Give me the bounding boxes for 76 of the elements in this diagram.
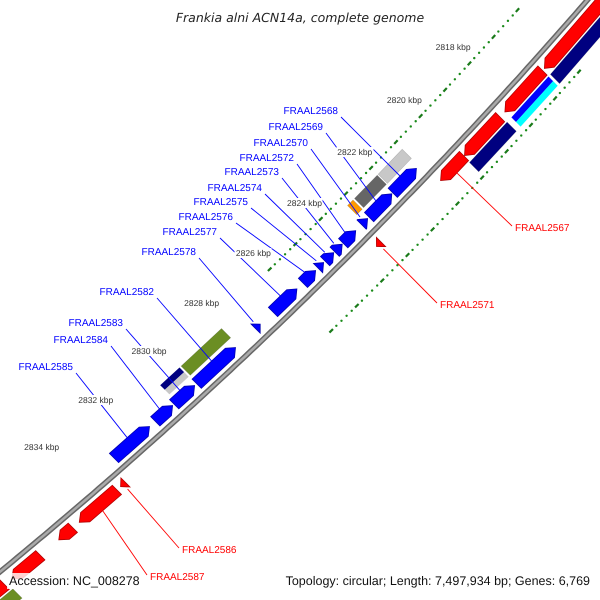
gene-label: FRAAL2574 [208, 183, 262, 195]
gene-bar [160, 368, 189, 394]
gene-label: FRAAL2578 [142, 247, 196, 259]
gene-feature [169, 385, 196, 410]
leader-line [250, 208, 317, 262]
scale-label: 2834 kbp [23, 442, 60, 452]
gene-label: FRAAL2570 [254, 138, 308, 150]
accession-text: Accession: NC_008278 [7, 573, 142, 589]
gene-label: FRAAL2584 [54, 335, 108, 347]
gene-feature [298, 270, 316, 288]
genome-info-text: Topology: circular; Length: 7,497,934 bp; Genes: 6,769 [284, 573, 592, 589]
gene-feature [440, 150, 470, 182]
scale-label: 2826 kbp [234, 248, 272, 258]
gene-feature [464, 112, 506, 156]
leader-line [102, 510, 148, 576]
gene-feature [108, 426, 150, 464]
gene-feature [268, 288, 298, 318]
gene-bar [180, 328, 232, 376]
map-title: Frankia alni ACN14a, complete genome [174, 10, 426, 26]
gene-feature [364, 193, 392, 222]
leader-line [296, 164, 346, 233]
leader-line [264, 194, 326, 253]
gene-label: FRAAL2576 [178, 212, 233, 224]
gene-label: FRAAL2572 [240, 153, 294, 165]
leader-line [340, 116, 400, 176]
leader-line [310, 148, 360, 218]
gene-feature [150, 405, 174, 426]
leader-line [382, 248, 438, 304]
gene-bar [354, 174, 387, 208]
gene-label: FRAAL2573 [224, 167, 279, 179]
gene-label: FRAAL2569 [268, 122, 323, 134]
gene-label: FRAAL2575 [194, 197, 248, 209]
leader-line [156, 298, 212, 362]
scale-label: 2822 kbp [336, 146, 374, 157]
gene-feature [320, 252, 334, 266]
scale-label: 2830 kbp [130, 346, 168, 356]
scale-label: 2832 kbp [77, 394, 114, 405]
gene-bar [0, 588, 23, 600]
gene-feature [250, 324, 261, 334]
gene-feature [192, 347, 236, 389]
gene-feature [504, 65, 548, 112]
gene-feature [376, 236, 387, 248]
gene-feature [330, 244, 343, 257]
gene-feature [338, 230, 356, 248]
gene-label: FRAAL2583 [68, 318, 123, 330]
gene-feature [388, 168, 417, 198]
gene-bar [347, 200, 363, 216]
scale-label: 2818 kbp [434, 42, 472, 52]
leader-line [198, 258, 254, 322]
leader-line [127, 488, 180, 548]
gene-bar [511, 76, 558, 127]
gene-label: FRAAL2585 [18, 362, 73, 374]
gene-feature [544, 0, 600, 69]
gene-feature [58, 522, 78, 540]
leader-line [236, 222, 306, 273]
gene-label: FRAAL2571 [440, 300, 494, 312]
gene-label: FRAAL2568 [284, 106, 338, 118]
scale-label: 2824 kbp [286, 198, 323, 208]
gene-feature [78, 484, 122, 523]
gene-bar [378, 148, 412, 184]
gene-label: FRAAL2586 [182, 545, 236, 557]
gene-label: FRAAL2577 [162, 227, 217, 239]
gene-feature [120, 476, 131, 488]
leader-line [456, 172, 512, 226]
scale-label: 2828 kbp [183, 298, 220, 308]
gene-label: FRAAL2567 [515, 223, 570, 235]
gene-feature [0, 580, 10, 600]
leader-line [110, 346, 160, 410]
leader-line [220, 238, 281, 296]
gene-feature [356, 218, 368, 230]
gene-bar [469, 122, 517, 172]
gene-label: FRAAL2587 [150, 572, 204, 584]
gene-label: FRAAL2582 [100, 287, 154, 299]
scale-label: 2820 kbp [386, 94, 423, 105]
gene-feature [312, 262, 324, 274]
leader-line [326, 132, 376, 202]
